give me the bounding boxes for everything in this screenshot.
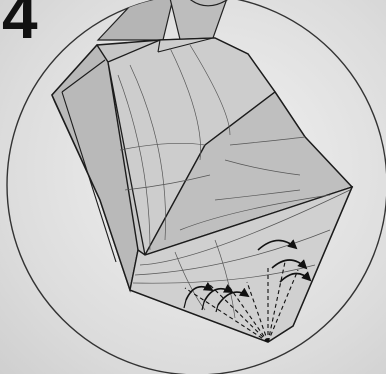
top-flap-left — [98, 0, 175, 40]
